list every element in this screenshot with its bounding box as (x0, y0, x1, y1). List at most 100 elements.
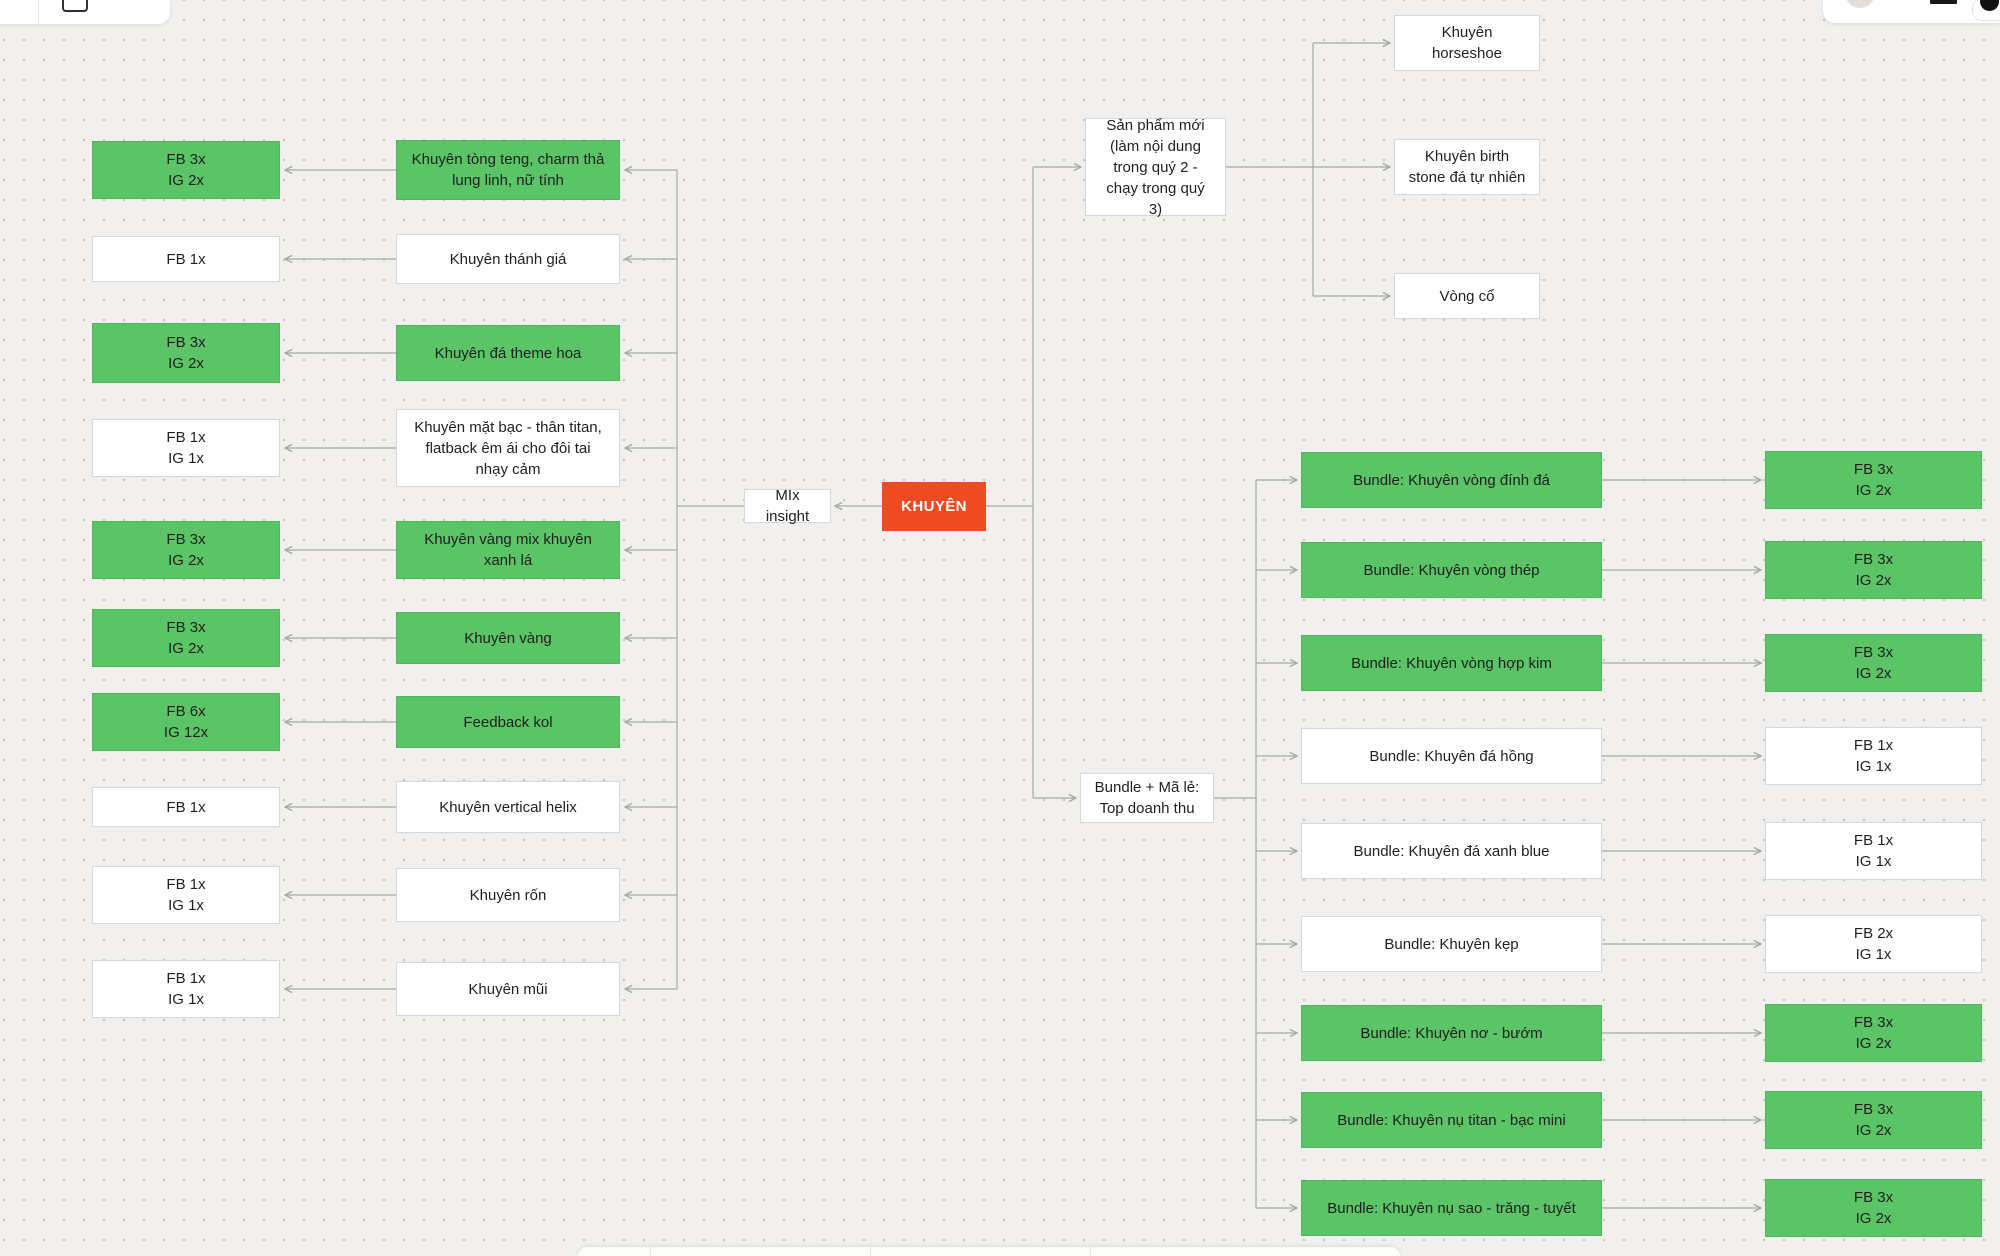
metric-line: IG 12x (163, 724, 209, 741)
metric-line: FB 3x (1853, 1189, 1894, 1206)
metric-line: IG 1x (168, 450, 204, 467)
left-topic-node[interactable]: Khuyên tòng teng, charm thả lung linh, n… (396, 140, 620, 200)
bundle-node[interactable]: Bundle: Khuyên nụ sao - trăng - tuyết (1301, 1180, 1602, 1236)
left-topic-node[interactable]: Khuyên đá theme hoa (396, 325, 620, 381)
insight-node[interactable]: MIx insight (744, 487, 831, 525)
metric-line: FB 3x (166, 334, 206, 351)
left-metric-node[interactable]: FB 1x (92, 787, 280, 827)
node-label: Khuyên vàng (464, 629, 552, 647)
left-topic-node[interactable]: Khuyên mũi (396, 962, 620, 1016)
metric-line: FB 3x (1853, 644, 1894, 661)
top-left-toolbar (0, 0, 170, 24)
left-topic-node[interactable]: Feedback kol (396, 696, 620, 748)
left-metric-node[interactable]: FB 6x IG 12x (92, 693, 280, 751)
left-topic-node[interactable]: Khuyên thánh giá (396, 234, 620, 284)
node-label: Bundle: Khuyên kẹp (1384, 935, 1519, 953)
node-label: Khuyên mặt bạc - thân titan, flatback êm… (414, 418, 602, 478)
node-label: Khuyên đá theme hoa (434, 344, 582, 362)
metric-line: FB 1x (1853, 737, 1894, 754)
avatar[interactable] (1845, 0, 1875, 8)
node-label: Vòng cổ (1439, 287, 1495, 305)
bundle-metric-node[interactable]: FB 2x IG 1x (1765, 915, 1982, 973)
bundle-metric-node[interactable]: FB 3x IG 2x (1765, 1004, 1982, 1062)
root-node[interactable]: KHUYÊN (882, 481, 986, 531)
bundle-node[interactable]: Bundle: Khuyên đá xanh blue (1301, 823, 1602, 879)
new-products-hub-node[interactable]: Sản phẩm mới (làm nội dung trong quý 2 -… (1085, 117, 1226, 218)
node-label: Bundle + Mã lẻ: Top doanh thu (1094, 779, 1200, 817)
left-metric-node[interactable]: FB 1x (92, 236, 280, 282)
metric-line: FB 3x (1853, 1014, 1894, 1031)
record-dot-icon (1980, 0, 1999, 11)
bundle-node[interactable]: Bundle: Khuyên vòng đính đá (1301, 452, 1602, 508)
metric-line: IG 1x (1855, 946, 1892, 963)
node-label: Khuyên mũi (468, 980, 548, 998)
metric-line: IG 2x (168, 552, 204, 569)
left-topic-node[interactable]: Khuyên vàng (396, 612, 620, 664)
minimize-icon[interactable] (1930, 0, 1957, 4)
node-label: Khuyên tòng teng, charm thả lung linh, n… (411, 151, 605, 189)
left-topic-node[interactable]: Khuyên vàng mix khuyên xanh lá (396, 521, 620, 579)
bottom-toolbar[interactable] (578, 1247, 1400, 1256)
new-product-child-node[interactable]: Khuyên horseshoe (1394, 15, 1540, 71)
bundle-node[interactable]: Bundle: Khuyên vòng hợp kim (1301, 635, 1602, 691)
metric-line: IG 2x (168, 640, 204, 657)
metric-line: FB 2x (1853, 925, 1894, 942)
metric-lines: FB 1x (166, 249, 205, 270)
node-label: Sản phẩm mới (làm nội dung trong quý 2 -… (1106, 116, 1205, 218)
bottom-toolbar-divider (870, 1247, 871, 1256)
bundle-node[interactable]: Bundle: Khuyên đá hồng (1301, 728, 1602, 784)
metric-line: FB 6x (166, 703, 206, 720)
metric-lines: FB 3x IG 2x (1854, 1012, 1893, 1054)
board-frame-icon[interactable] (62, 0, 88, 12)
node-label: Khuyên horseshoe (1431, 24, 1503, 62)
bottom-toolbar-divider (1090, 1247, 1091, 1256)
bundle-hub-node[interactable]: Bundle + Mã lẻ: Top doanh thu (1080, 773, 1214, 823)
metric-line: IG 2x (1855, 1035, 1892, 1052)
metric-line: IG 2x (1855, 1122, 1892, 1139)
new-product-child-node[interactable]: Vòng cổ (1394, 273, 1540, 319)
bundle-node[interactable]: Bundle: Khuyên kẹp (1301, 916, 1602, 972)
metric-lines: FB 2x IG 1x (1854, 923, 1893, 965)
bundle-node[interactable]: Bundle: Khuyên vòng thép (1301, 542, 1602, 598)
bundle-node[interactable]: Bundle: Khuyên nụ titan - bạc mini (1301, 1092, 1602, 1148)
metric-line: FB 3x (166, 151, 206, 168)
left-topic-node[interactable]: Khuyên vertical helix (396, 781, 620, 833)
metric-line: FB 3x (1853, 551, 1894, 568)
left-topic-node[interactable]: Khuyên rốn (396, 868, 620, 922)
node-label: Bundle: Khuyên nụ sao - trăng - tuyết (1327, 1199, 1576, 1217)
new-product-child-node[interactable]: Khuyên birth stone đá tự nhiên (1394, 139, 1540, 195)
bundle-node[interactable]: Bundle: Khuyên nơ - bướm (1301, 1005, 1602, 1061)
top-right-toolbar (1823, 0, 2000, 23)
top-right-button[interactable] (1972, 0, 2000, 21)
node-label: KHUYÊN (901, 497, 967, 515)
node-label: Khuyên rốn (469, 886, 547, 904)
left-topic-node[interactable]: Khuyên mặt bạc - thân titan, flatback êm… (396, 409, 620, 487)
node-label: Bundle: Khuyên nụ titan - bạc mini (1337, 1111, 1566, 1129)
node-label: MIx insight (765, 487, 810, 525)
